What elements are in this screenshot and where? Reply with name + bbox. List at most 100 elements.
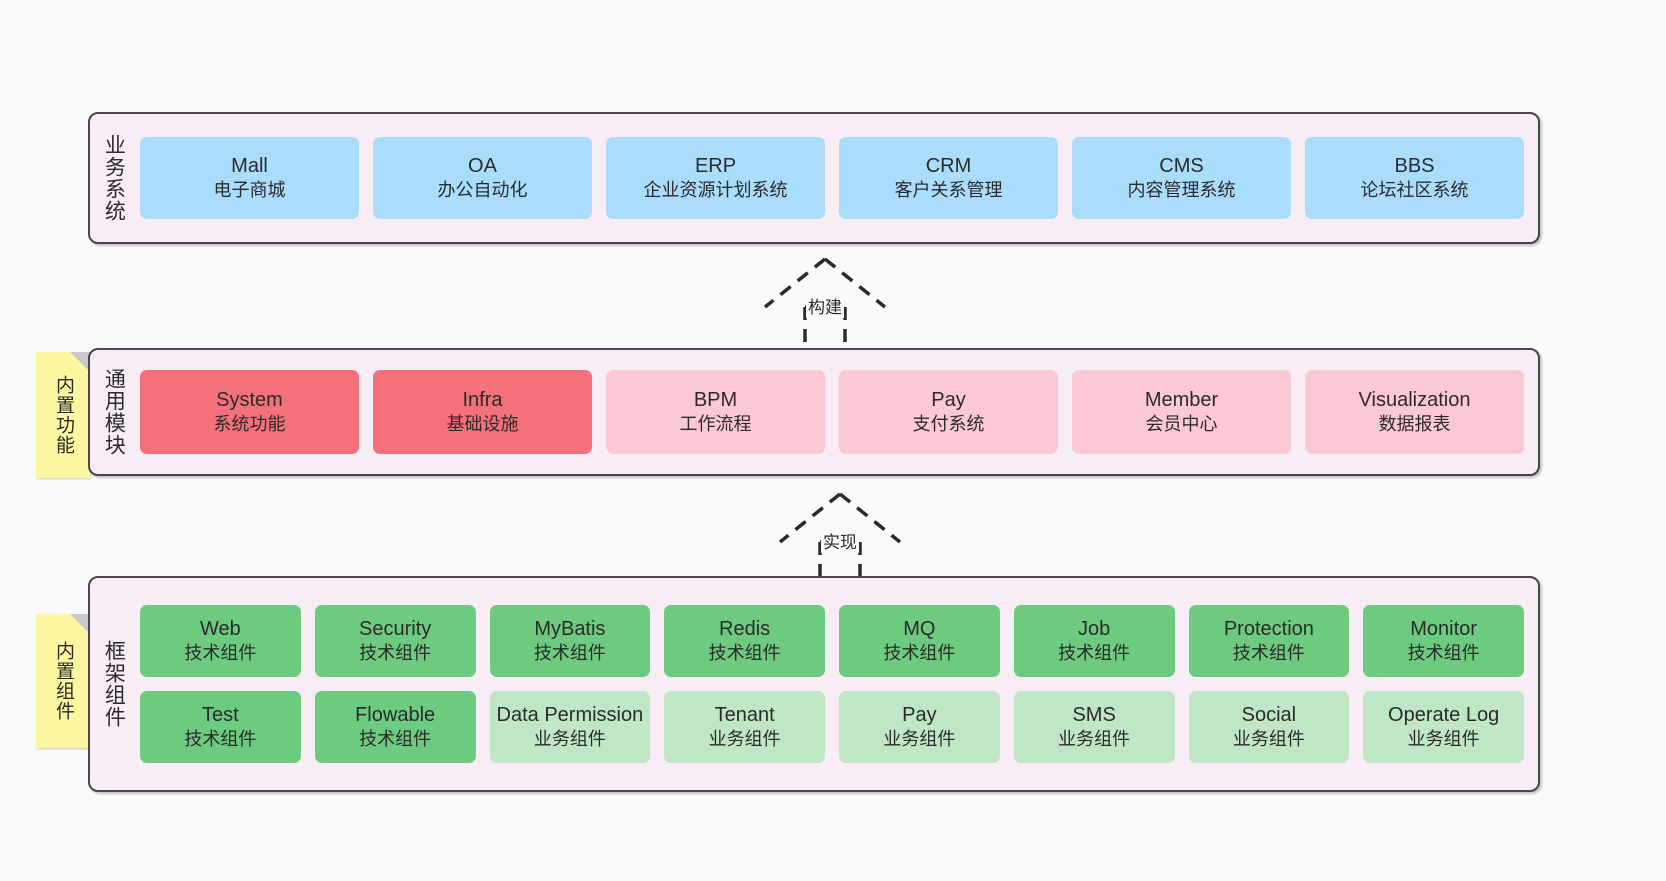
- node-description: 业务组件: [1407, 729, 1480, 750]
- node-name: BBS: [1394, 155, 1435, 178]
- note-builtin-features: 内置功能: [36, 352, 90, 478]
- node-name: OA: [468, 155, 497, 178]
- note-fold-corner-icon: [70, 352, 90, 372]
- node-name: Flowable: [355, 704, 436, 727]
- node-description: 技术组件: [533, 643, 606, 664]
- layer-modules-title: 通用模块: [102, 368, 126, 456]
- node-description: 业务组件: [883, 729, 956, 750]
- note-builtin-components-label: 内置组件: [53, 641, 75, 721]
- node-description: 工作流程: [679, 414, 752, 435]
- node-name: Data Permission: [496, 704, 644, 727]
- node-name: Operate Log: [1388, 704, 1500, 727]
- node-name: Protection: [1223, 618, 1314, 641]
- node-name: Mall: [231, 155, 268, 178]
- node-description: 技术组件: [883, 643, 956, 664]
- node-description: 会员中心: [1145, 414, 1218, 435]
- node-description: 内容管理系统: [1127, 180, 1236, 201]
- node-description: 企业资源计划系统: [643, 180, 788, 201]
- node-description: 业务组件: [533, 729, 606, 750]
- node-description: 基础设施: [446, 414, 519, 435]
- node-name: CRM: [925, 155, 972, 178]
- node-description: 技术组件: [184, 643, 257, 664]
- node-description: 技术组件: [184, 729, 257, 750]
- node-name: Pay: [902, 704, 937, 727]
- node-description: 系统功能: [213, 414, 286, 435]
- layer-business-title: 业务系统: [102, 134, 126, 222]
- node-description: 技术组件: [1058, 643, 1131, 664]
- node-description: 技术组件: [359, 643, 432, 664]
- node-name: SMS: [1072, 704, 1116, 727]
- node-name: Social: [1241, 704, 1297, 727]
- node-description: 技术组件: [708, 643, 781, 664]
- node-description: 电子商城: [213, 180, 286, 201]
- node-name: BPM: [693, 389, 738, 412]
- connector-build: 构建: [740, 255, 910, 355]
- node-name: System: [216, 389, 283, 412]
- node-description: 数据报表: [1378, 414, 1451, 435]
- node-name: CMS: [1159, 155, 1204, 178]
- node-description: 技术组件: [1407, 643, 1480, 664]
- node-name: MQ: [903, 618, 936, 641]
- node-description: 业务组件: [1232, 729, 1305, 750]
- node-name: Pay: [931, 389, 966, 412]
- connector-implement: 实现: [755, 490, 925, 590]
- node-description: 客户关系管理: [894, 180, 1003, 201]
- node-description: 办公自动化: [437, 180, 528, 201]
- node-description: 业务组件: [1058, 729, 1131, 750]
- node-name: Redis: [719, 618, 771, 641]
- node-description: 技术组件: [359, 729, 432, 750]
- note-builtin-components: 内置组件: [36, 614, 90, 748]
- node-name: Job: [1078, 618, 1111, 641]
- node-description: 业务组件: [708, 729, 781, 750]
- node-name: Infra: [462, 389, 503, 412]
- node-description: 论坛社区系统: [1360, 180, 1469, 201]
- note-builtin-features-label: 内置功能: [53, 375, 75, 455]
- node-name: Tenant: [714, 704, 775, 727]
- layer-framework-title: 框架组件: [102, 640, 126, 728]
- node-name: Test: [202, 704, 239, 727]
- node-description: 技术组件: [1232, 643, 1305, 664]
- note-fold-corner-icon: [70, 614, 90, 634]
- node-name: MyBatis: [534, 618, 606, 641]
- node-name: Monitor: [1410, 618, 1477, 641]
- node-name: Member: [1144, 389, 1219, 412]
- node-name: Visualization: [1358, 389, 1471, 412]
